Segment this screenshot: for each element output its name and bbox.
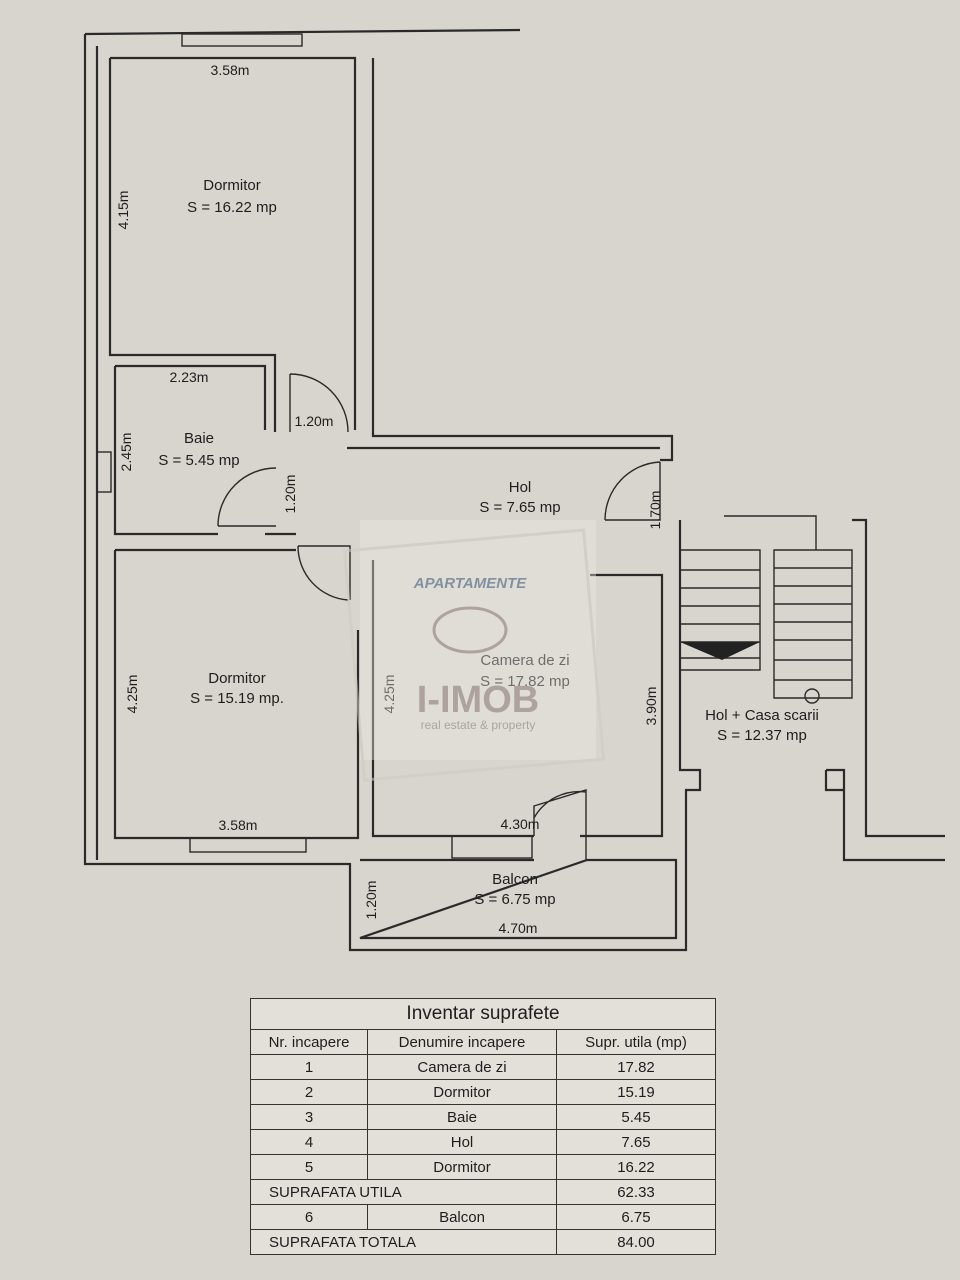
subtotal-row: SUPRAFATA UTILA 62.33 — [250, 1179, 716, 1205]
table-row: 6 Balcon 6.75 — [250, 1204, 716, 1230]
table-row: 4 Hol 7.65 — [250, 1129, 716, 1155]
room-area-casa-scarii: S = 12.37 mp — [717, 727, 807, 744]
watermark-logo: APARTAMENTE I-IMOB real estate & propert… — [342, 520, 606, 782]
cell-area: 16.22 — [556, 1154, 716, 1180]
stair-steps — [680, 567, 852, 704]
dim-camera-width: 4.30m — [501, 816, 540, 832]
dim-hol-door-2: 1.20m — [282, 475, 298, 514]
cell-name: Dormitor — [367, 1079, 557, 1105]
header-denumire: Denumire incapere — [367, 1029, 557, 1055]
subtotal-label: SUPRAFATA UTILA — [250, 1179, 557, 1205]
cell-name: Dormitor — [367, 1154, 557, 1180]
room-area-balcon: S = 6.75 mp — [474, 891, 555, 908]
header-suprafata: Supr. utila (mp) — [556, 1029, 716, 1055]
dim-dormitor-top-height: 4.15m — [115, 191, 131, 230]
total-row: SUPRAFATA TOTALA 84.00 — [250, 1229, 716, 1255]
total-value: 84.00 — [556, 1229, 716, 1255]
table-row: 2 Dormitor 15.19 — [250, 1079, 716, 1105]
watermark-brand: I-IMOB — [417, 679, 539, 721]
watermark-tagline: real estate & property — [421, 718, 536, 732]
cell-nr: 4 — [250, 1129, 368, 1155]
dim-dormitor-top-width: 3.58m — [211, 62, 250, 78]
cell-name: Hol — [367, 1129, 557, 1155]
cell-nr: 1 — [250, 1054, 368, 1080]
room-area-hol: S = 7.65 mp — [479, 499, 560, 516]
watermark-top-text: APARTAMENTE — [413, 575, 527, 592]
total-label: SUPRAFATA TOTALA — [250, 1229, 557, 1255]
dim-baie-width: 2.23m — [170, 369, 209, 385]
cell-area: 5.45 — [556, 1104, 716, 1130]
subtotal-value: 62.33 — [556, 1179, 716, 1205]
cell-nr: 6 — [250, 1204, 368, 1230]
stair-arrow-icon — [680, 642, 760, 660]
cell-area: 15.19 — [556, 1079, 716, 1105]
dim-hol-door-1: 1.20m — [295, 413, 334, 429]
header-nr: Nr. incapere — [250, 1029, 368, 1055]
dim-camera-height-left: 4.25m — [381, 675, 397, 714]
cell-nr: 2 — [250, 1079, 368, 1105]
dim-baie-height: 2.45m — [118, 433, 134, 472]
room-name-camera: Camera de zi — [480, 652, 569, 669]
cell-name: Camera de zi — [367, 1054, 557, 1080]
room-name-casa-scarii: Hol + Casa scarii — [705, 707, 819, 724]
dim-hol-door-3: 1.70m — [647, 491, 663, 530]
cell-name: Baie — [367, 1104, 557, 1130]
stair-origin-icon — [804, 688, 820, 704]
dim-balcon-width: 4.70m — [499, 920, 538, 936]
room-area-dormitor-top: S = 16.22 mp — [187, 199, 277, 216]
dim-camera-height-right: 3.90m — [643, 687, 659, 726]
room-area-baie: S = 5.45 mp — [158, 452, 239, 469]
eagle-emblem-icon — [432, 606, 508, 654]
table-row: 3 Baie 5.45 — [250, 1104, 716, 1130]
cell-nr: 3 — [250, 1104, 368, 1130]
room-name-baie: Baie — [184, 430, 214, 447]
walls — [83, 28, 945, 952]
dim-dormitor-bottom-height: 4.25m — [124, 675, 140, 714]
cell-name: Balcon — [367, 1204, 557, 1230]
cell-nr: 5 — [250, 1154, 368, 1180]
dim-balcon-height: 1.20m — [363, 881, 379, 920]
inventory-title: Inventar suprafete — [250, 998, 716, 1030]
room-area-dormitor-bottom: S = 15.19 mp. — [190, 690, 284, 707]
floor-plan: Dormitor S = 16.22 mp 3.58m 4.15m Baie S… — [83, 28, 945, 952]
room-name-dormitor-top: Dormitor — [203, 177, 261, 194]
room-name-balcon: Balcon — [492, 871, 538, 888]
dim-dormitor-bottom-width: 3.58m — [219, 817, 258, 833]
doors — [217, 373, 661, 860]
room-area-camera: S = 17.82 mp — [480, 673, 570, 690]
room-name-hol: Hol — [509, 479, 532, 496]
table-row: 5 Dormitor 16.22 — [250, 1154, 716, 1180]
table-row: 1 Camera de zi 17.82 — [250, 1054, 716, 1080]
inventory-table: Inventar suprafete Nr. incapere Denumire… — [250, 998, 716, 1255]
cell-area: 17.82 — [556, 1054, 716, 1080]
cell-area: 7.65 — [556, 1129, 716, 1155]
room-name-dormitor-bottom: Dormitor — [208, 670, 266, 687]
cell-area: 6.75 — [556, 1204, 716, 1230]
